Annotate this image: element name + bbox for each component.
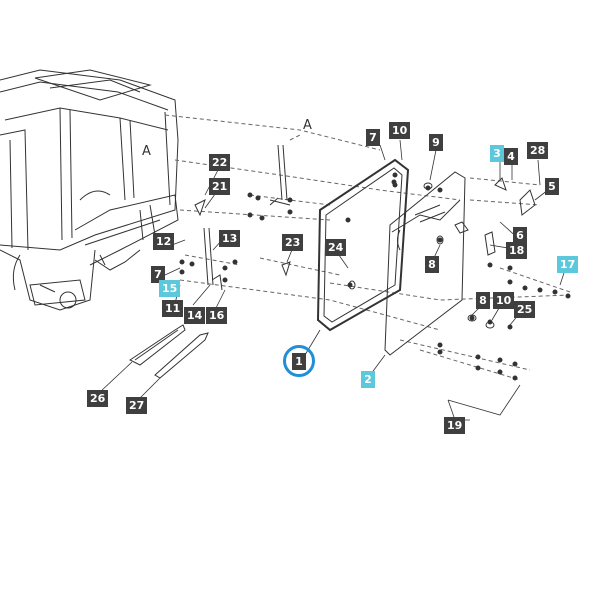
callout-8-middle: 8 (425, 256, 439, 273)
cab-frame-drawing (0, 69, 179, 311)
callout-8-lower: 8 (476, 292, 490, 309)
callout-24: 24 (325, 239, 347, 256)
callout-11: 11 (162, 300, 184, 317)
callout-12: 12 (153, 233, 175, 250)
seal-27-drawing (154, 332, 209, 379)
seal-26-drawing (129, 324, 186, 366)
callout-22: 22 (209, 154, 231, 171)
leader-lines (99, 139, 567, 421)
reference-label-a-upper: A (303, 118, 312, 133)
callout-4: 4 (504, 148, 518, 165)
callout-10-upper: 10 (389, 122, 411, 139)
callout-1: 1 (292, 353, 306, 370)
callout-13: 13 (219, 230, 241, 247)
callout-2: 2 (361, 371, 375, 388)
callout-19: 19 (444, 417, 466, 434)
callout-15: 15 (159, 280, 181, 297)
callout-27: 27 (126, 397, 148, 414)
reference-label-a-lower: A (142, 144, 151, 159)
callout-17: 17 (557, 256, 579, 273)
door-glass-drawing (316, 158, 410, 332)
callout-10-lower: 10 (493, 292, 515, 309)
callout-7-upper: 7 (366, 129, 380, 146)
callout-18: 18 (506, 242, 528, 259)
callout-25: 25 (514, 301, 536, 318)
callout-16: 16 (206, 307, 228, 324)
callout-3: 3 (490, 145, 504, 162)
callout-9: 9 (429, 134, 443, 151)
callout-21: 21 (209, 178, 231, 195)
door-panel-drawing (384, 171, 466, 356)
callout-26: 26 (87, 390, 109, 407)
highlighted-callout-ring[interactable]: 1 (283, 345, 315, 377)
callout-14: 14 (184, 307, 206, 324)
callout-23: 23 (282, 234, 304, 251)
callout-5: 5 (545, 178, 559, 195)
callout-6: 6 (513, 227, 527, 244)
callout-7-lower: 7 (151, 266, 165, 283)
assembly-guide-lines (164, 114, 571, 381)
callout-28: 28 (527, 142, 549, 159)
